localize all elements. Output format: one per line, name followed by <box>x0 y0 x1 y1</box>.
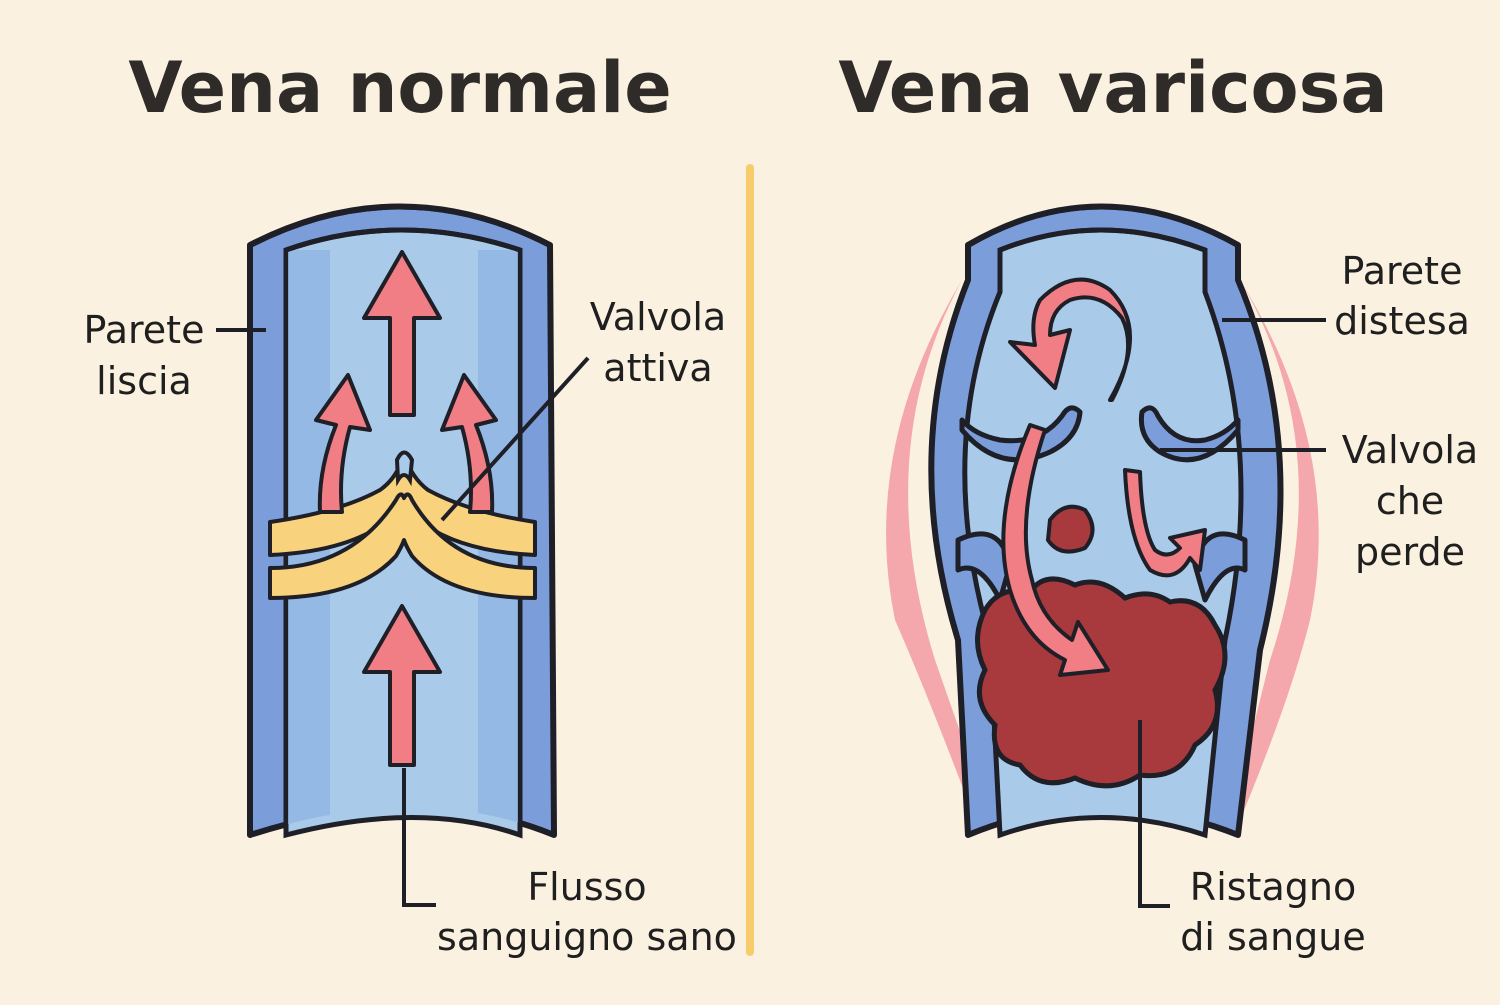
distended-wall-label-line2: distesa <box>1334 299 1470 343</box>
pool-leader-line <box>1138 720 1170 908</box>
blood-pool <box>975 576 1228 789</box>
curved-arrow-icon <box>314 373 372 514</box>
down-arrow-icon <box>1001 423 1110 677</box>
swirl-arrow-icon <box>1008 277 1132 402</box>
up-arrow-icon <box>362 250 442 417</box>
wall-label-line1: Parete <box>84 308 205 352</box>
flow-leader-line <box>402 768 436 907</box>
flow-label-line2: sanguigno sano <box>437 915 737 959</box>
flow-label-line1: Flusso <box>527 865 646 909</box>
inflammation-left <box>886 280 975 820</box>
leaky-valve <box>955 405 1248 603</box>
up-arrow-icon <box>362 604 442 767</box>
left-title: Vena normale <box>128 47 671 129</box>
valve-leader-line <box>440 356 590 522</box>
leaky-valve-label-line1: Valvola <box>1342 428 1478 472</box>
active-valve <box>268 450 537 600</box>
blood-clot <box>1045 504 1095 554</box>
wall-label-line2: liscia <box>96 359 192 403</box>
backflow-arrow-icon <box>1123 468 1207 578</box>
distended-wall-label-line1: Parete <box>1342 249 1463 293</box>
pool-label-line1: Ristagno <box>1190 865 1356 909</box>
varicose-vein <box>886 203 1326 908</box>
inflammation-right <box>1240 280 1319 820</box>
leaky-valve-label-line2: che <box>1376 479 1444 523</box>
valve-label-line2: attiva <box>603 346 712 390</box>
valve-label-line1: Valvola <box>590 295 726 339</box>
normal-vein <box>216 203 590 907</box>
pool-label-line2: di sangue <box>1180 915 1366 959</box>
right-title: Vena varicosa <box>838 47 1387 129</box>
leaky-valve-label-line3: perde <box>1355 530 1465 574</box>
